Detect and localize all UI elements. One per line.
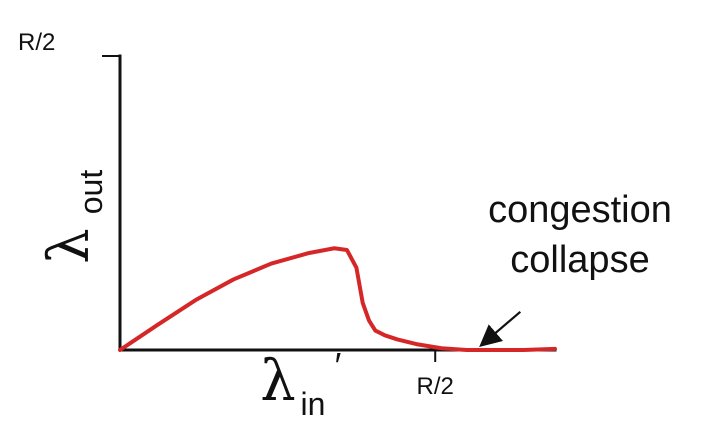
annotation-arrow-0: [479, 310, 522, 347]
x-axis-label-prime: ′: [335, 345, 342, 386]
y-axis-label: λ out: [37, 170, 109, 264]
annotation-line-1-0: congestion: [488, 189, 672, 231]
series-0-line: [118, 246, 557, 352]
x-tick-label-0: R/2: [417, 373, 454, 400]
annotation-layer: congestion collapse: [479, 189, 672, 347]
annotation-line-2-0: collapse: [510, 239, 649, 281]
y-axis-label-symbol: λ: [37, 228, 102, 264]
x-axis-label-symbol: λ: [260, 349, 296, 414]
series-layer: [118, 246, 557, 352]
y-axis-label-subscript: out: [73, 170, 109, 215]
x-axis-label-subscript: in: [301, 386, 326, 422]
y-tick-label-0: R/2: [18, 29, 55, 56]
